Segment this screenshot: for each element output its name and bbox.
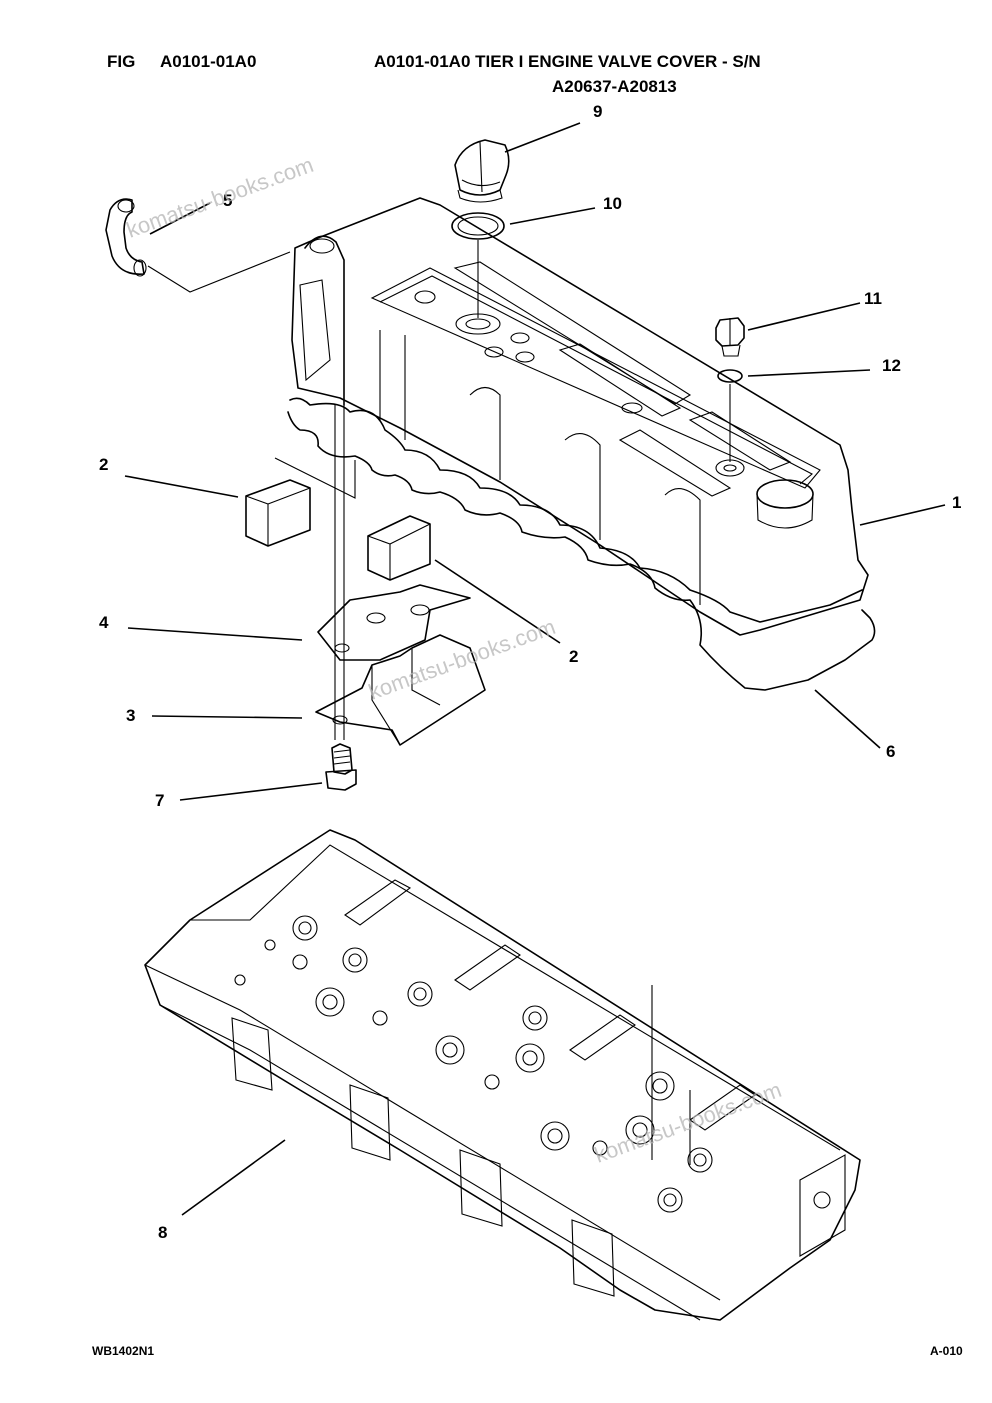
- mounting-plate: [315, 634, 486, 746]
- callout-8: 8: [158, 1223, 167, 1242]
- callout-5: 5: [223, 191, 232, 210]
- callout-2-right: 2: [569, 647, 578, 666]
- drain-plug: [715, 317, 745, 357]
- callout-3: 3: [126, 706, 135, 725]
- callout-6: 6: [886, 742, 895, 761]
- callout-11: 11: [864, 289, 882, 308]
- callout-1: 1: [952, 493, 961, 512]
- breather-hose: [105, 198, 291, 293]
- valve-cover-gasket: [287, 411, 876, 691]
- flange-bolt: [325, 743, 357, 791]
- callout-10: 10: [603, 194, 622, 213]
- cylinder-head: [144, 829, 861, 1321]
- footer-page-number: A-010: [930, 1344, 963, 1358]
- callout-2-left: 2: [99, 455, 108, 474]
- cover-bracket: [317, 584, 471, 661]
- rubber-block-left: [245, 457, 356, 547]
- oil-filler-o-ring: [451, 212, 505, 240]
- valve-seats: [234, 915, 713, 1213]
- footer-drawing-number: WB1402N1: [92, 1344, 155, 1358]
- callout-7: 7: [155, 791, 164, 810]
- callout-12: 12: [882, 356, 901, 375]
- valve-cover: [289, 197, 869, 636]
- fig-label: FIG: [107, 52, 136, 71]
- fig-code: A0101-01A0: [160, 52, 257, 71]
- callout-9: 9: [593, 102, 602, 121]
- watermark-middle: komatsu-books.com: [365, 614, 559, 705]
- diagram-serial-range: A20637-A20813: [552, 77, 677, 96]
- plug-washer: [717, 369, 743, 383]
- watermark-bottom: komatsu-books.com: [591, 1077, 785, 1168]
- watermark-top: komatsu-books.com: [123, 152, 317, 243]
- rubber-block-right: [367, 515, 431, 581]
- callout-4: 4: [99, 613, 109, 632]
- diagram-title: A0101-01A0 TIER I ENGINE VALVE COVER - S…: [374, 52, 761, 71]
- oil-filler-cap: [454, 139, 510, 203]
